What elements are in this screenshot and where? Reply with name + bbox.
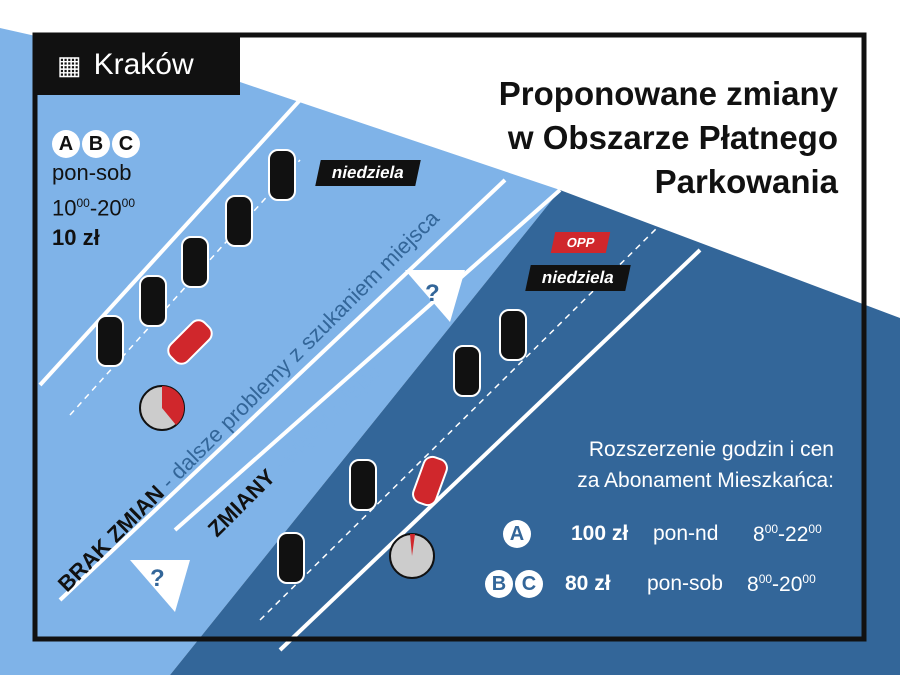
price: 80 zł <box>565 572 611 595</box>
zone-badge: A <box>52 130 80 158</box>
opp-tag: OPP <box>550 232 611 253</box>
clock-icon <box>139 385 185 431</box>
sunday-tag: niedziela <box>525 265 631 291</box>
subscription-row-a: A 100 zł pon-nd 800-2200 <box>503 520 822 548</box>
price: 10 zł <box>52 225 100 251</box>
price: 100 zł <box>571 522 629 545</box>
sunday-tag: niedziela <box>315 160 421 186</box>
zone-badge: B <box>485 570 513 598</box>
logo-icon: ▦ <box>57 49 82 80</box>
road-lines <box>38 98 702 652</box>
hours: 1000-2000 <box>52 195 136 221</box>
hours: 800-2000 <box>747 571 816 596</box>
zone-badge: C <box>112 130 140 158</box>
clock-icon <box>389 533 435 579</box>
question-mark: ? <box>150 565 165 592</box>
zone-badge: C <box>515 570 543 598</box>
zone-badge: B <box>82 130 110 158</box>
red-car <box>412 455 448 507</box>
question-mark: ? <box>425 280 440 307</box>
arrow-icon <box>130 560 190 612</box>
days: pon-nd <box>653 522 719 545</box>
parking-lane-dashes <box>69 159 661 621</box>
arrow-icon <box>405 270 465 322</box>
light-blue-area <box>0 28 560 675</box>
dark-blue-area <box>170 190 900 675</box>
frame <box>32 32 867 642</box>
days: pon-sob <box>647 572 723 595</box>
days: pon-sob <box>52 160 132 185</box>
parked-cars <box>96 149 527 584</box>
krakow-logo: ▦Kraków <box>35 35 240 95</box>
hours: 800-2200 <box>753 521 822 546</box>
zone-badge: A <box>503 520 531 548</box>
red-car <box>167 319 213 365</box>
